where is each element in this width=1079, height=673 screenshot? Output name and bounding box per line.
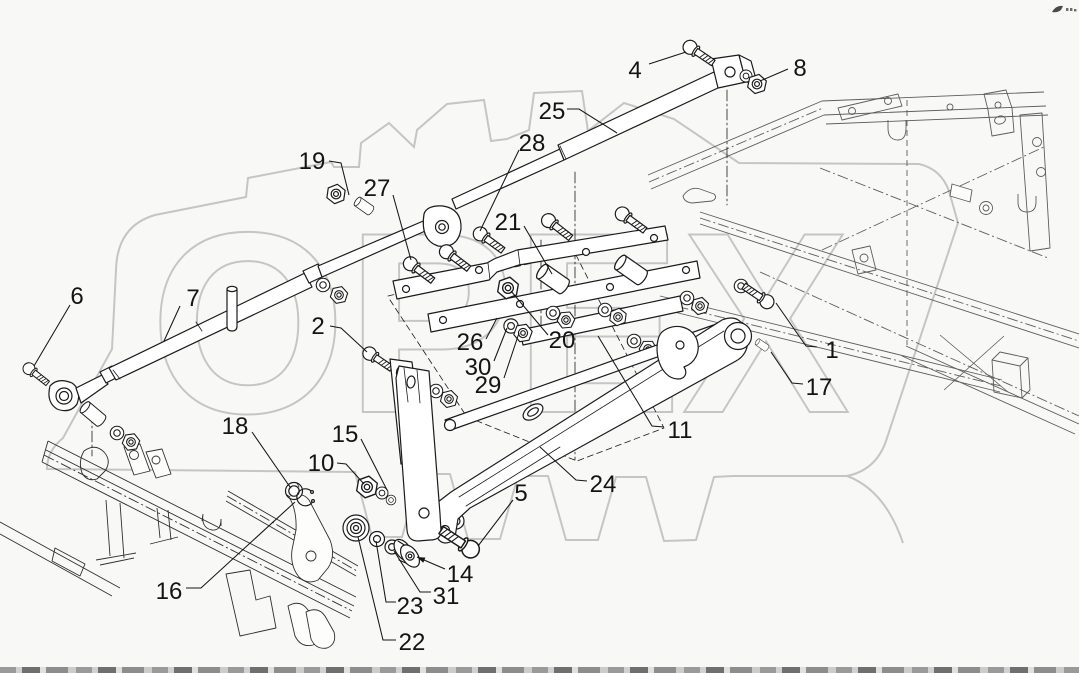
leader-line-4 <box>648 51 687 65</box>
frame-hook-lug <box>79 446 109 481</box>
snap-ring-16 <box>296 488 314 507</box>
part-label-20: 20 <box>549 327 576 354</box>
leader-line-17 <box>770 351 804 385</box>
background-frame-left <box>0 440 359 649</box>
tie-rod-tube <box>108 272 313 381</box>
leader-line-31 <box>393 550 431 593</box>
corner-logo-mark <box>1052 5 1077 13</box>
washer <box>109 425 125 441</box>
rod-end-bolt-6 <box>20 359 52 389</box>
leader-line-16 <box>186 501 296 589</box>
leader-line-20 <box>510 290 549 336</box>
part-label-2: 2 <box>311 313 324 340</box>
leader-line-23 <box>375 540 396 603</box>
part-label-11: 11 <box>668 417 693 444</box>
vertical-link-assembly <box>284 358 484 568</box>
leader-line-5 <box>477 499 514 547</box>
washer <box>626 333 642 349</box>
clevis-bolt-4 <box>679 36 718 70</box>
leader-line-2 <box>329 325 368 353</box>
leader-line-19 <box>328 160 350 196</box>
part-label-22: 22 <box>399 629 426 656</box>
part-label-30: 30 <box>465 354 492 381</box>
part-label-16: 16 <box>156 578 183 605</box>
part-label-23: 23 <box>397 593 424 620</box>
top-link-tube <box>557 71 721 161</box>
part-label-31: 31 <box>433 583 460 610</box>
part-label-15: 15 <box>332 421 359 448</box>
part-label-19: 19 <box>299 148 326 175</box>
arm-hook-bracket <box>656 325 699 380</box>
washer <box>545 305 561 321</box>
leader-line-7 <box>163 305 181 342</box>
part-label-8: 8 <box>793 55 806 82</box>
background-frame-right <box>647 89 1079 435</box>
part-label-7: 7 <box>186 285 199 312</box>
part-label-29: 29 <box>475 372 502 399</box>
washer-15 <box>385 494 397 506</box>
leader-line-25 <box>567 108 618 134</box>
roll-pin <box>226 289 238 332</box>
leader-line-27 <box>392 194 412 261</box>
part-label-26: 26 <box>457 329 484 356</box>
cropped-bottom-strip <box>0 667 1079 673</box>
leader-line-24 <box>539 446 588 482</box>
part-label-4: 4 <box>628 57 641 84</box>
frame-finger-plate <box>305 609 336 649</box>
leader-line-22 <box>357 536 396 641</box>
linkage-plate-assembly <box>77 203 711 454</box>
watermark-gear-border <box>45 89 960 543</box>
leader-line-21 <box>523 225 553 275</box>
part-label-28: 28 <box>519 130 546 157</box>
part-label-21: 21 <box>495 209 522 236</box>
tie-rod-assembly <box>20 205 462 412</box>
frame-swan-bracket <box>288 494 333 583</box>
leader-line-1 <box>775 302 818 348</box>
part-label-10: 10 <box>308 450 335 477</box>
part-label-24: 24 <box>590 471 617 498</box>
leader-line-26 <box>485 317 498 340</box>
part-label-6: 6 <box>70 283 83 310</box>
leader-line-29 <box>503 332 520 379</box>
leader-line-8 <box>759 68 789 82</box>
upper-link-plate <box>392 225 669 300</box>
top-link-assembly <box>325 36 768 217</box>
spacer-tube <box>77 399 109 429</box>
washer <box>315 277 331 293</box>
watermark-corner-curve <box>846 475 904 544</box>
leader-line-30 <box>493 327 508 362</box>
part-label-27: 27 <box>364 175 391 202</box>
part-label-14: 14 <box>447 561 474 588</box>
part-label-5: 5 <box>514 480 527 507</box>
washer <box>679 290 695 306</box>
part-label-18: 18 <box>222 413 249 440</box>
tie-rod-shank <box>75 374 109 404</box>
leader-line-28 <box>479 149 520 232</box>
washer <box>597 302 613 318</box>
lower-arm-24 <box>435 278 778 544</box>
part-label-1: 1 <box>825 337 838 364</box>
leader-line-11 <box>597 335 665 428</box>
leader-arrowhead-14 <box>417 557 426 563</box>
hub-disc-14 <box>393 538 421 568</box>
part-label-25: 25 <box>539 98 566 125</box>
leader-line-18 <box>251 431 291 488</box>
leader-line-10 <box>336 462 365 485</box>
leader-line-15 <box>360 438 388 491</box>
leader-line-6 <box>33 304 71 367</box>
part-label-17: 17 <box>806 374 833 401</box>
